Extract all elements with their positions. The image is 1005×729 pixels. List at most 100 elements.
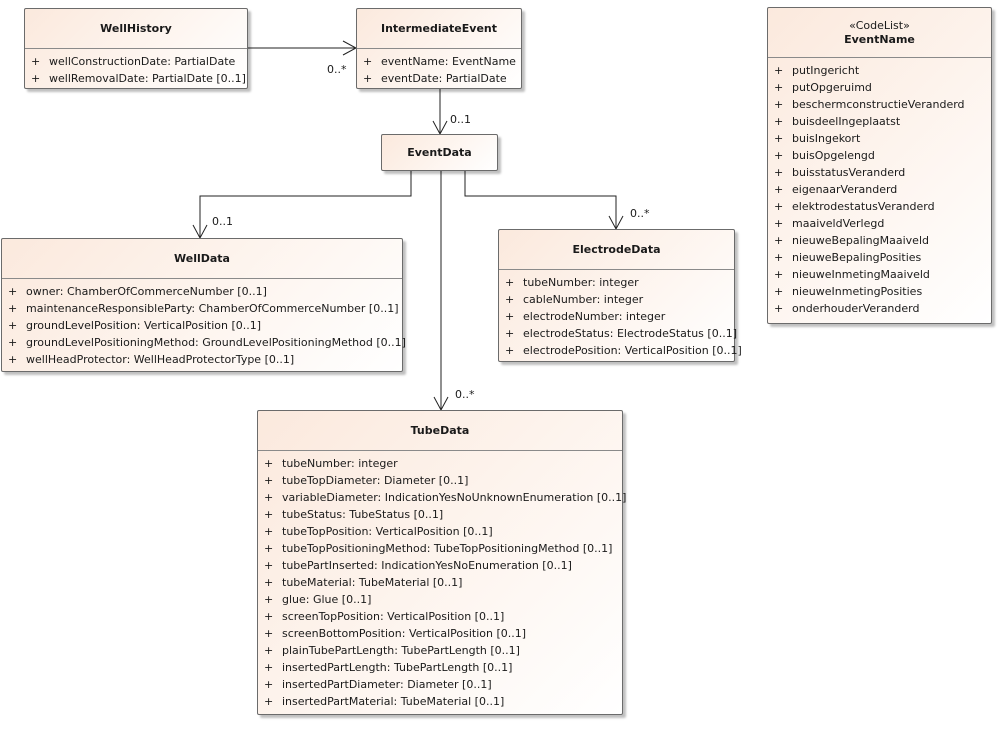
visibility-marker: + xyxy=(774,234,784,247)
assoc-line-eventdata-electrodedata xyxy=(464,171,617,229)
attribute-text: buisdeelIngeplaatst xyxy=(792,115,901,128)
attribute-row: +tubePartInserted: IndicationYesNoEnumer… xyxy=(258,557,622,574)
arrowhead-intermediateevent xyxy=(342,40,358,56)
multiplicity-intermediateevent: 0..* xyxy=(327,63,347,76)
visibility-marker: + xyxy=(8,302,18,315)
attribute-row: + maintenanceResponsibleParty: ChamberOfC… xyxy=(2,300,402,317)
attribute-row: +elektrodestatusVeranderd xyxy=(768,198,991,215)
class-intermediateevent[interactable]: IntermediateEvent +eventName: EventName+… xyxy=(356,8,522,89)
attribute-text: groundLevelPositioningMethod: GroundLeve… xyxy=(26,336,406,349)
attribute-text: eventName: EventName xyxy=(381,55,516,68)
visibility-marker: + xyxy=(774,302,784,315)
visibility-marker: + xyxy=(8,353,18,366)
attribute-row: +onderhouderVeranderd xyxy=(768,300,991,317)
attribute-text: tubeMaterial: TubeMaterial [0..1] xyxy=(282,576,463,589)
visibility-marker: + xyxy=(264,576,274,589)
attribute-text: nieuweInmetingPosities xyxy=(792,285,923,298)
attribute-row: +insertedPartLength: TubePartLength [0..… xyxy=(258,659,622,676)
attribute-text: buisOpgelengd xyxy=(792,149,875,162)
attribute-text: maintenanceResponsibleParty: ChamberOfCo… xyxy=(26,302,399,315)
attribute-row: +tubeTopPositioningMethod: TubeTopPositi… xyxy=(258,540,622,557)
attribute-text: insertedPartDiameter: Diameter [0..1] xyxy=(282,678,492,691)
class-header: WellData xyxy=(2,239,402,279)
visibility-marker: + xyxy=(264,457,274,470)
attribute-text: electrodeNumber: integer xyxy=(523,310,666,323)
attribute-text: maaiveldVerlegd xyxy=(792,217,885,230)
visibility-marker: + xyxy=(264,678,274,691)
attribute-row: +eigenaarVeranderd xyxy=(768,181,991,198)
attribute-row: + electrodePosition: VerticalPosition [0.… xyxy=(499,342,742,359)
multiplicity-tubedata: 0..* xyxy=(455,388,475,401)
visibility-marker: + xyxy=(264,661,274,674)
attribute-text: nieuweBepalingPosities xyxy=(792,251,922,264)
attribute-row: +nieuweInmetingMaaiveld xyxy=(768,266,991,283)
attribute-text: screenBottomPosition: VerticalPosition [… xyxy=(282,627,527,640)
visibility-marker: + xyxy=(31,72,41,85)
attribute-row: +tubeNumber: integer xyxy=(258,455,622,472)
attribute-row: + nieuweInmetingPosities xyxy=(768,283,991,300)
attribute-row: + tubeMaterial: TubeMaterial [0..1] xyxy=(258,574,622,591)
class-eventname-codelist[interactable]: «CodeList» EventName +putIngericht+putOp… xyxy=(767,7,992,324)
attribute-row: +cableNumber: integer xyxy=(499,291,734,308)
class-header: IntermediateEvent xyxy=(357,9,521,49)
arrowhead-tubedata xyxy=(433,396,449,412)
visibility-marker: + xyxy=(774,200,784,213)
attribute-row: +groundLevelPositioningMethod: GroundLev… xyxy=(2,334,406,351)
class-header: EventData xyxy=(382,135,497,170)
class-electrodedata[interactable]: ElectrodeData +tubeNumber: integer+cable… xyxy=(498,229,742,362)
attribute-row: +putOpgeruimd xyxy=(768,79,991,96)
attribute-row: + insertedPartDiameter: Diameter [0..1] xyxy=(258,676,622,693)
attribute-row: +buisdeelIngeplaatst xyxy=(768,113,991,130)
visibility-marker: + xyxy=(264,593,274,606)
attribute-text: electrodePosition: VerticalPosition [0..… xyxy=(523,344,742,357)
visibility-marker: + xyxy=(774,64,784,77)
visibility-marker: + xyxy=(363,72,373,85)
attribute-row: +variableDiameter: IndicationYesNoUnknow… xyxy=(258,489,626,506)
visibility-marker: + xyxy=(774,98,784,111)
visibility-marker: + xyxy=(264,559,274,572)
attribute-text: eventDate: PartialDate xyxy=(381,72,507,85)
visibility-marker: + xyxy=(774,217,784,230)
attribute-text: insertedPartMaterial: TubeMaterial [0..1… xyxy=(282,695,505,708)
attribute-row: +tubeTopPosition: VerticalPosition [0..1… xyxy=(258,523,622,540)
attribute-row: +buisIngekort xyxy=(768,130,991,147)
class-welldata[interactable]: WellData +owner: ChamberOfCommerceNumber… xyxy=(1,238,406,372)
attribute-row: +owner: ChamberOfCommerceNumber [0..1] xyxy=(2,283,402,300)
attribute-row: +groundLevelPosition: VerticalPosition [… xyxy=(2,317,402,334)
attribute-row: +buisstatusVeranderd xyxy=(768,164,991,181)
attribute-text: nieuweInmetingMaaiveld xyxy=(792,268,930,281)
attribute-text: owner: ChamberOfCommerceNumber [0..1] xyxy=(26,285,267,298)
attribute-list: +putIngericht+putOpgeruimd + beschermconst… xyxy=(768,58,991,317)
attribute-text: groundLevelPosition: VerticalPosition [0… xyxy=(26,319,262,332)
class-tubedata[interactable]: TubeData +tubeNumber: integer+tubeTopDia… xyxy=(257,410,626,715)
attribute-row: +screenBottomPosition: VerticalPosition … xyxy=(258,625,622,642)
visibility-marker: + xyxy=(505,344,515,357)
attribute-text: tubeStatus: TubeStatus [0..1] xyxy=(282,508,444,521)
attribute-text: wellHeadProtector: WellHeadProtectorType… xyxy=(26,353,295,366)
visibility-marker: + xyxy=(264,644,274,657)
class-name: EventData xyxy=(407,145,472,159)
attribute-row: + beschermconstructieVeranderd xyxy=(768,96,991,113)
visibility-marker: + xyxy=(774,285,784,298)
class-name: IntermediateEvent xyxy=(380,21,497,35)
arrowhead-eventdata xyxy=(432,120,448,136)
class-name: ElectrodeData xyxy=(572,242,661,256)
class-header: WellHistory xyxy=(25,9,247,49)
attribute-row: +eventName: EventName xyxy=(357,53,521,70)
visibility-marker: + xyxy=(774,183,784,196)
attribute-text: nieuweBepalingMaaiveld xyxy=(792,234,929,247)
class-eventdata[interactable]: EventData xyxy=(381,134,498,171)
attribute-row: +buisOpgelengd xyxy=(768,147,991,164)
visibility-marker: + xyxy=(264,525,274,538)
attribute-text: variableDiameter: IndicationYesNoUnknown… xyxy=(282,491,627,504)
class-wellhistory[interactable]: WellHistory +wellConstructionDate: Parti… xyxy=(24,8,248,89)
attribute-list: +tubeNumber: integer+cableNumber: intege… xyxy=(499,270,742,359)
attribute-row: +putIngericht xyxy=(768,62,991,79)
attribute-row: +wellConstructionDate: PartialDate xyxy=(25,53,247,70)
attribute-list: +tubeNumber: integer+tubeTopDiameter: Di… xyxy=(258,451,626,710)
attribute-row: +tubeTopDiameter: Diameter [0..1] xyxy=(258,472,622,489)
attribute-row: + nieuweBepalingMaaiveld xyxy=(768,232,991,249)
attribute-text: beschermconstructieVeranderd xyxy=(792,98,965,111)
attribute-list: +owner: ChamberOfCommerceNumber [0..1]+m… xyxy=(2,279,406,368)
visibility-marker: + xyxy=(774,251,784,264)
